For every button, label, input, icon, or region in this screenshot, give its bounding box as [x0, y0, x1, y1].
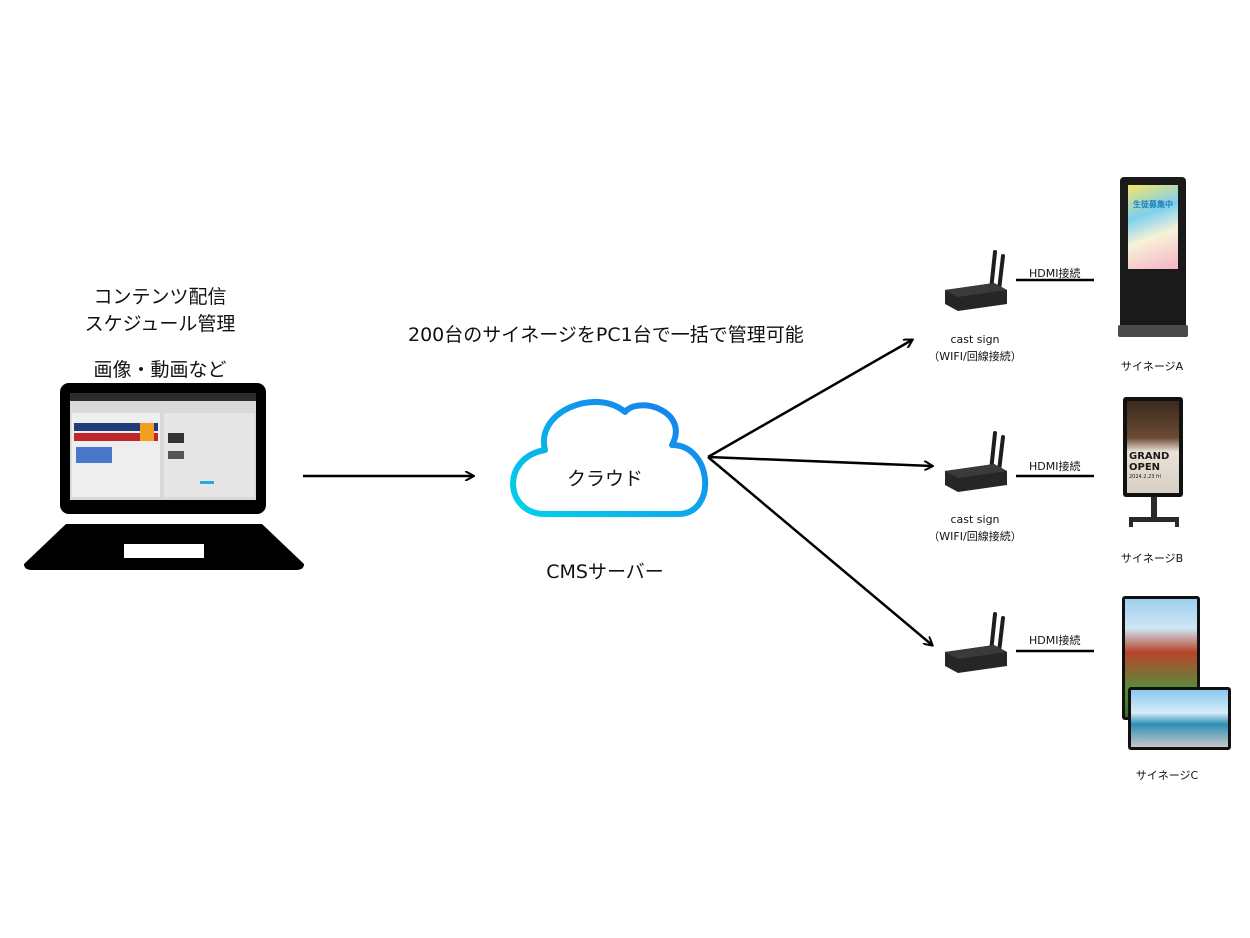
signage-a-title: 生徒募集中	[1133, 200, 1173, 209]
arrow-cloud-to-device-a	[707, 340, 912, 459]
arrow-cloud-to-device-b	[707, 455, 932, 466]
signage-a-display: 生徒募集中	[1118, 177, 1188, 337]
pc-label-line1: コンテンツ配信	[93, 286, 227, 308]
signage-b-open: OPEN	[1129, 462, 1161, 473]
signage-c-landscape-screen	[1131, 690, 1228, 747]
hdmi-label-c: HDMI接続	[1029, 634, 1081, 647]
signage-b-screen: GRAND OPEN 2024.2.23 fri	[1127, 401, 1179, 493]
device-b-connection: （WIFI/回線接続）	[928, 530, 1022, 543]
signage-c-landscape-display	[1128, 687, 1231, 750]
cloud-caption: CMSサーバー	[546, 561, 664, 583]
hdmi-label-b: HDMI接続	[1029, 460, 1081, 473]
laptop-keyboard-base	[24, 524, 304, 570]
signage-b-label: サイネージB	[1120, 552, 1184, 565]
cloud-label: クラウド	[566, 468, 643, 490]
pc-label-line3: 画像・動画など	[93, 359, 227, 381]
signage-b-stand	[1129, 497, 1179, 527]
cms-screenshot	[70, 393, 256, 500]
signage-b-display: GRAND OPEN 2024.2.23 fri	[1123, 397, 1183, 497]
cast-sign-box-a	[945, 250, 1007, 311]
device-a-connection: （WIFI/回線接続）	[928, 350, 1022, 363]
signage-b-grand: GRAND	[1129, 451, 1170, 462]
signage-b-date: 2024.2.23 fri	[1129, 474, 1162, 480]
device-b-name: cast sign	[950, 513, 1000, 526]
cast-sign-box-c	[945, 612, 1007, 673]
cloud-shape	[510, 399, 709, 517]
signage-c-label: サイネージC	[1135, 769, 1199, 782]
headline: 200台のサイネージをPC1台で一括で管理可能	[408, 324, 804, 346]
hdmi-label-a: HDMI接続	[1029, 267, 1081, 280]
signage-a-screen: 生徒募集中	[1128, 185, 1178, 269]
cast-sign-box-b	[945, 431, 1007, 492]
signage-a-label: サイネージA	[1120, 360, 1184, 373]
arrow-cloud-to-device-c	[707, 456, 932, 645]
pc-label-line2: スケジュール管理	[84, 313, 236, 335]
signage-a-stand	[1118, 325, 1188, 337]
device-a-name: cast sign	[950, 333, 1000, 346]
